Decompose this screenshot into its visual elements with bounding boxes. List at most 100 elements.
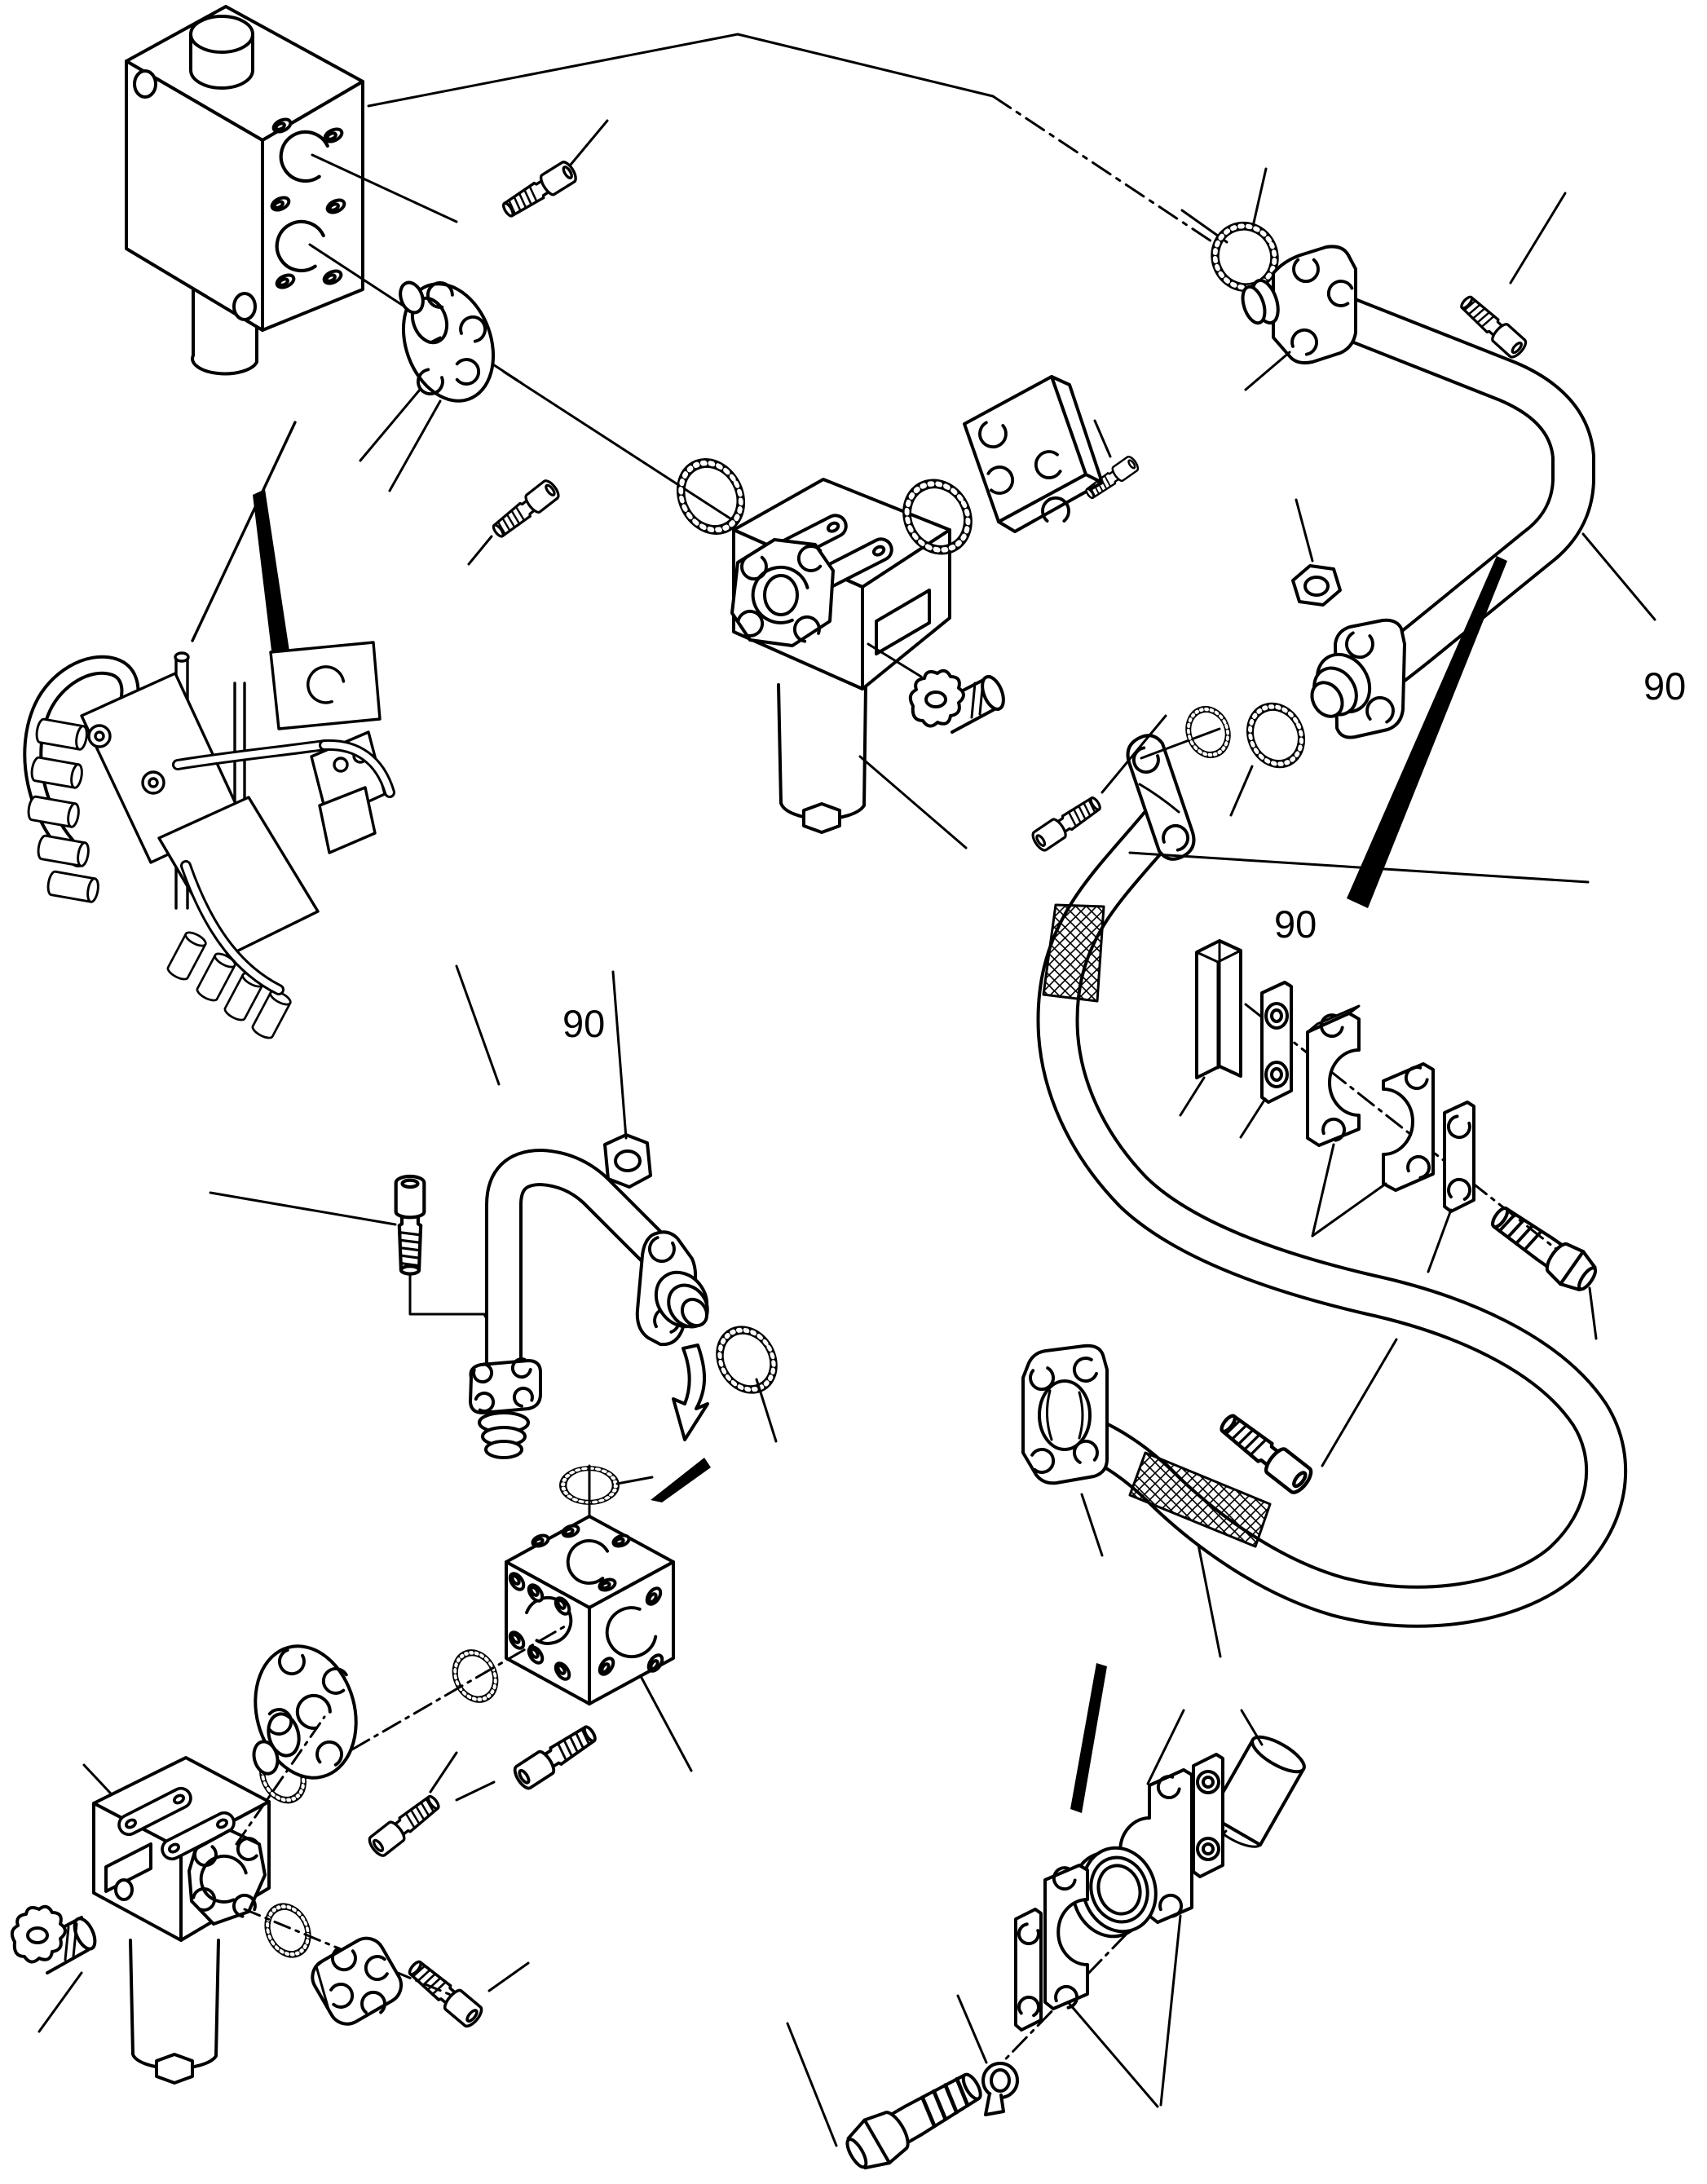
test-port-fitting [10,1904,97,2033]
leader-line [1295,498,1314,563]
leader-line [1128,851,1590,884]
hydraulic-valve-block [125,5,995,385]
return-filter-assembly-center [502,370,1141,849]
leader-line [1321,1338,1398,1467]
pipe-stub [1208,1735,1306,1848]
elbow-pipe-assembly [1180,167,1656,817]
leader-line [1159,1914,1182,2107]
flow-direction-arrow [672,1343,709,1441]
leader-line [640,1676,693,1772]
leader-line [455,1780,496,1802]
split-flange-clamp-upper [1126,727,1590,884]
leader-line [467,535,493,566]
pipe-clamp-set-middle [1179,939,1603,1340]
manifold-cube-block [351,1515,693,1802]
leader-line [1509,192,1567,285]
leader-line [1140,727,1221,760]
filter-bowl [129,1939,220,2071]
braided-sleeve [1128,1451,1272,1548]
control-valve-reference-view [23,421,395,1042]
leader-line [359,388,421,462]
braided-sleeve [1042,903,1105,1003]
square-mounting-plate [963,375,1104,533]
leader-line [867,642,923,678]
o-ring-seal [260,1899,315,1961]
pipe-end-flange [1310,618,1406,739]
assembly-axis [502,370,737,523]
o-ring-seal [709,1321,784,1400]
leader-line [455,964,501,1086]
leader-line [1250,167,1268,232]
hose-end-flange-assembly [1021,1338,1398,1658]
socket-head-bolt [1455,192,1567,361]
pipe-end-flange [1241,245,1357,391]
leader-line [367,33,995,108]
leader-line [191,421,297,642]
socket-head-bolt [455,1719,602,1802]
pointer-wedge [651,1458,711,1502]
clamp-spacer-bar [1179,939,1242,1117]
pointer-wedge [1070,1663,1107,1813]
pipe-end-flange [635,1230,709,1347]
socket-head-bolt [403,1955,530,2031]
assembly-axis [991,95,1220,248]
leader-line [786,2022,838,2147]
leader-line [1244,351,1291,391]
leader-line [1080,1493,1104,1557]
flange-hub-upper [359,271,496,492]
leader-line [611,970,628,1140]
assembly-axis [235,1715,326,1846]
clamp-backing-plate [1427,1101,1475,1273]
o-ring-seal [448,1646,503,1706]
flange-hub-lower [252,1644,358,1780]
leader-line [37,1971,83,2033]
socket-head-bolt [467,477,563,566]
leader-line [1427,1208,1453,1273]
leader-line [311,153,458,223]
pipe-clamp-set-lower [786,1709,1306,2177]
socket-head-bolt [364,1751,458,1860]
top-plug-cap [189,15,254,90]
drain-nut [802,802,841,834]
hex-nut [603,970,652,1189]
leader-line [209,1191,397,1226]
part-number-label: 90 [1274,902,1317,946]
leader-line [1101,714,1167,794]
leader-line [487,1961,530,1992]
split-flange-clamp-lower [1021,1343,1109,1485]
leader-line [1311,1143,1335,1238]
return-filter-assembly-lower [10,1644,530,2085]
socket-head-bolt [1082,419,1141,503]
assembly-axis [351,1622,571,1751]
drain-nut [155,2053,194,2085]
socket-head-bolt [1216,1338,1398,1496]
leader-line [1588,1286,1598,1340]
socket-head-bolt [498,119,609,223]
hex-bolt [839,2063,989,2177]
pointer-wedge [253,489,295,698]
clamp-backing-plate [1239,981,1293,1139]
leader-line [1239,1097,1267,1139]
leader-line [1240,1709,1264,1746]
leader-line [1581,532,1656,621]
leader-line [755,1378,778,1443]
hex-nut [1291,498,1342,607]
pipe-clamp-half [1306,1004,1361,1147]
leader-line [615,1476,654,1485]
socket-head-bolt [209,1176,503,1348]
leader-line [1146,1709,1185,1785]
braided-hose-assembly [1036,805,1628,1628]
pointer-wedge [1347,556,1507,908]
o-ring-seal [1241,698,1311,772]
leader-line [956,1994,988,2064]
part-number-label: 90 [1643,664,1686,708]
pipe-clamp-half [1043,1865,1089,2010]
leader-line [858,755,968,849]
clamp-backing-plate [1192,1753,1224,1878]
leader-line [1311,1182,1387,1238]
leader-line [1068,2002,1159,2108]
grooved-clamp-collar [1071,1846,1158,1939]
pipe-clamp-half [1311,1062,1433,1238]
